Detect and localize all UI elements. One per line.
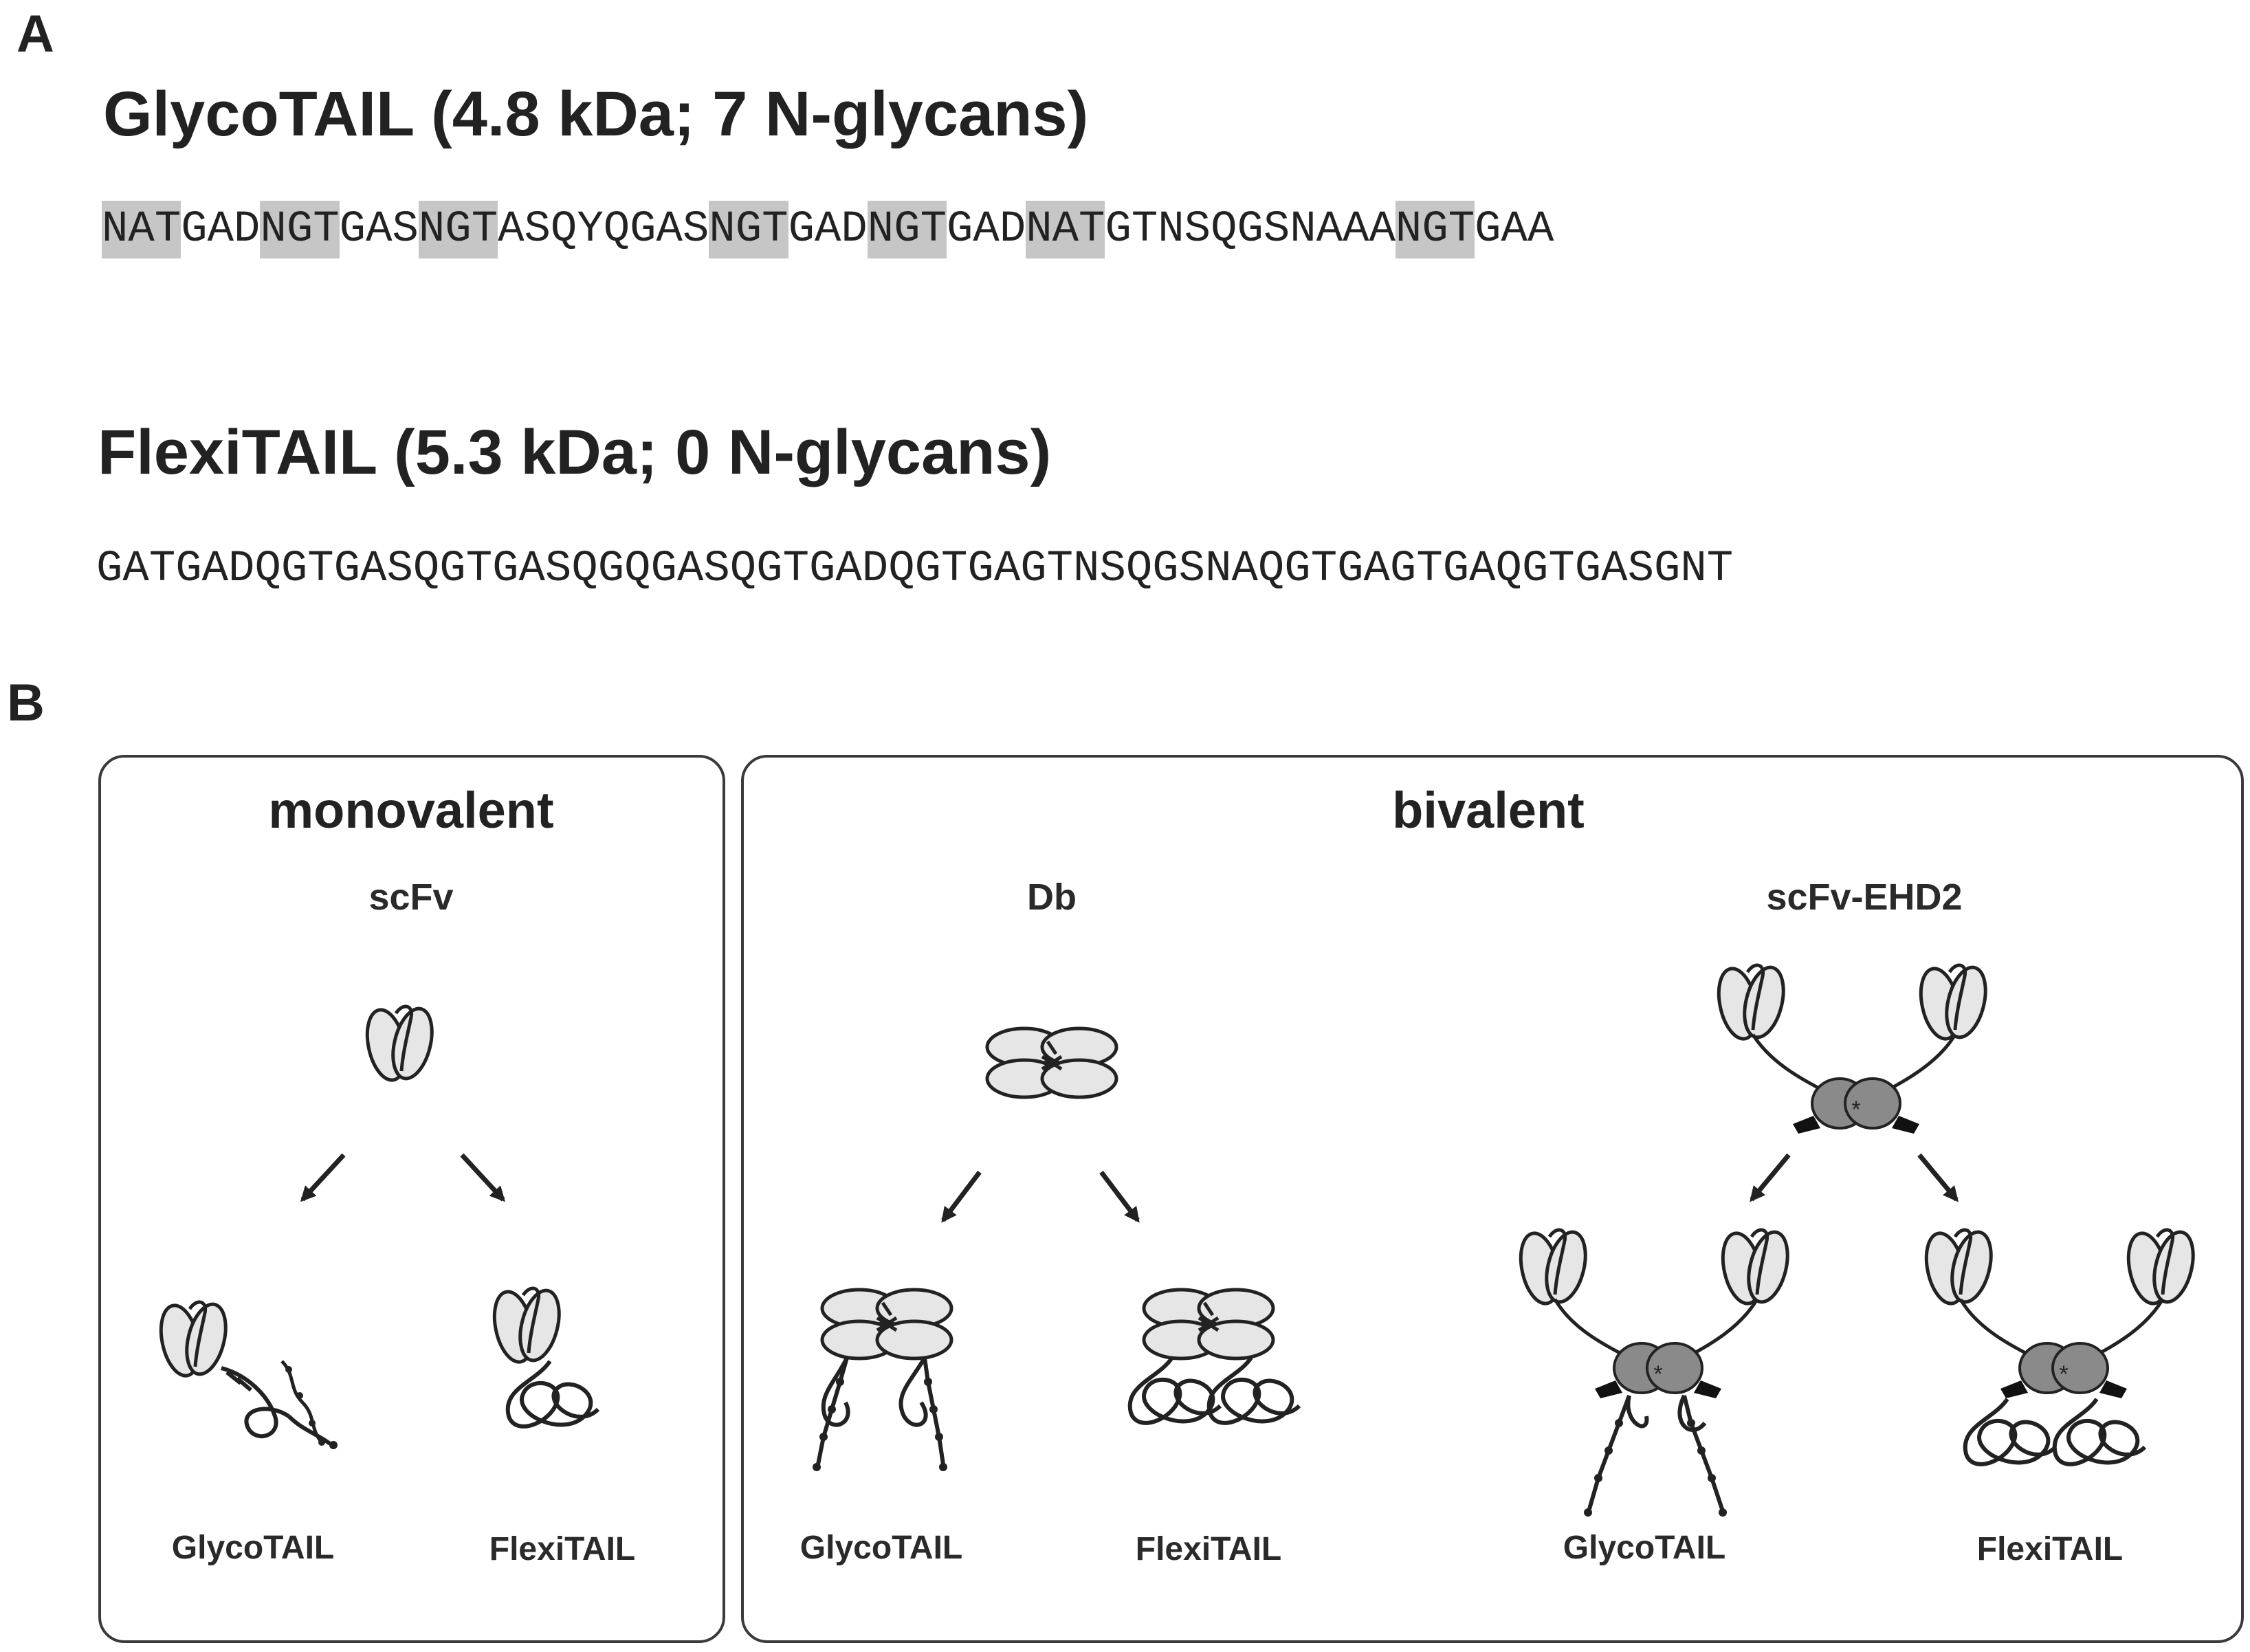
sequence-segment: GAD	[947, 205, 1026, 254]
sequence-segment: ASQYQGAS	[498, 205, 709, 254]
monovalent-box	[98, 755, 725, 1643]
sequence-segment: GAA	[1475, 205, 1554, 254]
sequence-segment: GTNSQGSNAAA	[1105, 205, 1396, 254]
flexitail-sequence: GATGADQGTGASQGTGASQGQGASQGTGADQGTGAGTNSQ…	[96, 544, 1734, 594]
db-flexitail-caption: FlexiTAIL	[1135, 1531, 1282, 1567]
scfv-format-label: scFv	[368, 877, 454, 918]
bivalent-box	[741, 755, 2244, 1643]
scfv-glycotail-caption: GlycoTAIL	[171, 1530, 335, 1566]
scfv-ehd2-format-label: scFv-EHD2	[1766, 877, 1963, 918]
bivalent-title: bivalent	[1392, 782, 1585, 839]
glycosylation-motif: NAT	[102, 201, 181, 258]
db-glycotail-caption: GlycoTAIL	[799, 1530, 963, 1566]
sequence-segment: GAS	[339, 205, 419, 254]
sequence-segment: GAD	[788, 205, 868, 254]
glycosylation-motif: NGT	[709, 201, 788, 258]
scfv-flexitail-caption: FlexiTAIL	[489, 1531, 636, 1567]
sequence-segment: GAD	[181, 205, 261, 254]
glycosylation-motif: NGT	[1395, 201, 1475, 258]
glycosylation-motif: NGT	[418, 201, 498, 258]
glycosylation-motif: NAT	[1026, 201, 1105, 258]
glycotail-title: GlycoTAIL (4.8 kDa; 7 N-glycans)	[103, 79, 1089, 149]
db-format-label: Db	[1027, 877, 1077, 918]
ehd2-flexitail-caption: FlexiTAIL	[1976, 1531, 2124, 1567]
glycotail-sequence: NATGADNGTGASNGTASQYQGASNGTGADNGTGADNATGT…	[102, 201, 1554, 258]
glycosylation-motif: NGT	[867, 201, 947, 258]
monovalent-title: monovalent	[268, 782, 554, 839]
flexitail-title: FlexiTAIL (5.3 kDa; 0 N-glycans)	[98, 417, 1052, 487]
panel-label-b: B	[7, 674, 45, 732]
ehd2-glycotail-caption: GlycoTAIL	[1563, 1530, 1726, 1566]
panel-label-a: A	[16, 5, 54, 63]
glycosylation-motif: NGT	[260, 201, 340, 258]
